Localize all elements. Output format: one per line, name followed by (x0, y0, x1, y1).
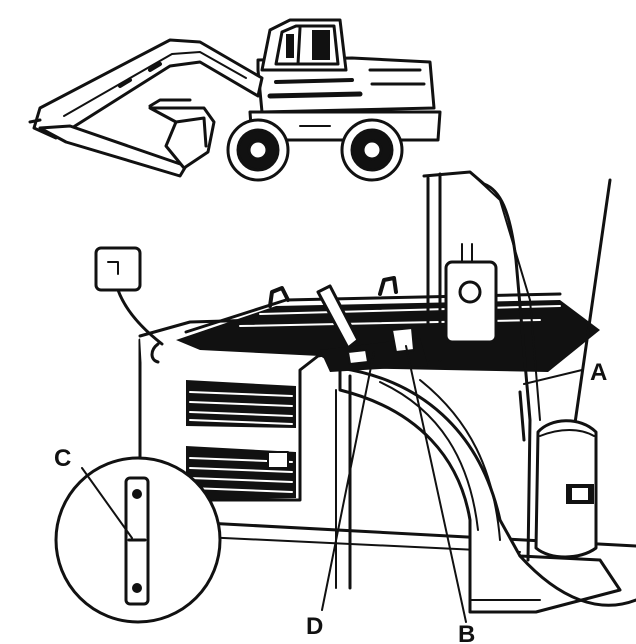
mast-post (426, 172, 442, 362)
leader-c (81, 467, 133, 539)
excavator-wheel-rear (340, 118, 404, 182)
excavator-wheel-front (226, 118, 290, 182)
excavator-overview (28, 18, 442, 182)
excavator-bucket (148, 106, 216, 170)
excavator-boom (32, 38, 264, 140)
leader-b (405, 345, 467, 623)
engine-bay-detail (54, 170, 636, 624)
callout-b: B (458, 621, 475, 644)
fender (338, 366, 622, 614)
excavator-arm (38, 124, 188, 178)
callout-c: C (54, 445, 71, 472)
sight-gauge-zoom (54, 456, 222, 624)
tool-bar (316, 284, 360, 350)
callout-a: A (590, 359, 607, 386)
leader-d (321, 351, 375, 611)
callout-d: D (306, 613, 323, 640)
leader-a (523, 369, 583, 385)
